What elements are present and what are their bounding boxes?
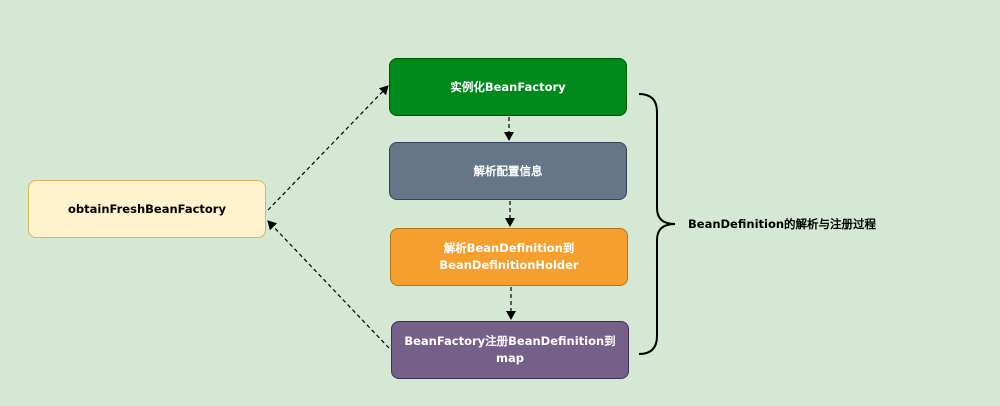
edge-obtain-to-instantiate xyxy=(267,85,389,211)
node-label-line2: BeanDefinitionHolder xyxy=(439,258,579,272)
node-parse-config[interactable]: 解析配置信息 xyxy=(389,142,627,200)
node-obtain-fresh-bean-factory[interactable]: obtainFreshBeanFactory xyxy=(28,180,266,238)
node-register-bean-definition[interactable]: BeanFactory注册BeanDefinition到map xyxy=(391,321,629,379)
node-label: BeanFactory注册BeanDefinition到map xyxy=(404,334,616,365)
node-instantiate-bean-factory[interactable]: 实例化BeanFactory xyxy=(389,58,627,116)
node-label: obtainFreshBeanFactory xyxy=(68,201,226,216)
node-label: 解析配置信息 xyxy=(473,163,543,178)
node-label-line1: 解析BeanDefinition到 xyxy=(443,241,575,255)
node-parse-bean-definition[interactable]: 解析BeanDefinition到 BeanDefinitionHolder xyxy=(390,228,628,286)
brace-label: BeanDefinition的解析与注册过程 xyxy=(688,217,877,231)
edge-register-to-obtain xyxy=(267,220,390,349)
curly-brace xyxy=(638,93,676,355)
node-label: 实例化BeanFactory xyxy=(450,79,566,94)
